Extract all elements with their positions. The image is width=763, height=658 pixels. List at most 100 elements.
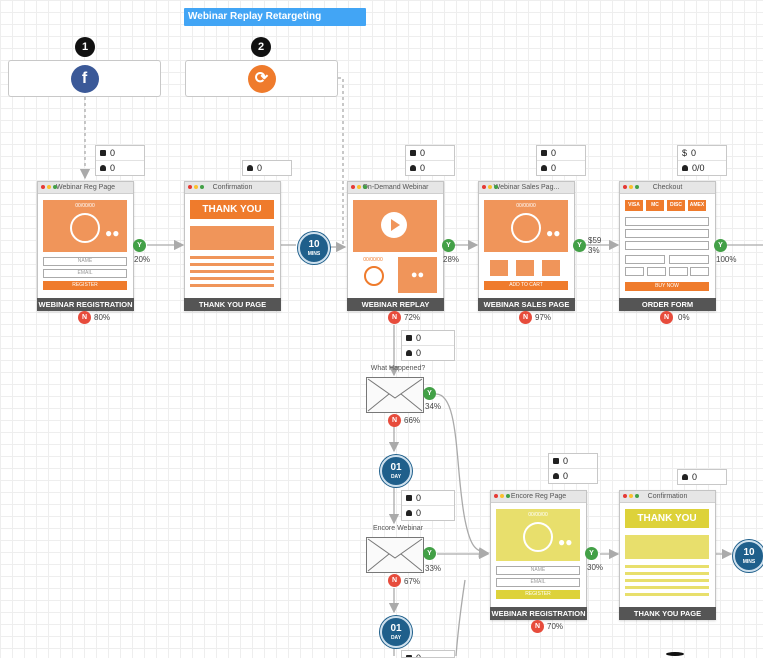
stats-reg: 0 0 — [95, 145, 145, 176]
page-footer: ORDER FORM — [619, 298, 716, 311]
funnel-title[interactable]: Webinar Replay Retargeting — [184, 8, 366, 26]
clock-icon — [523, 522, 553, 552]
connector-bottom — [455, 579, 466, 656]
discover-icon: DISC — [667, 200, 685, 211]
name-field-preview: NAME — [496, 566, 580, 575]
no-badge: N — [388, 574, 401, 587]
user-icon — [682, 165, 688, 171]
page-thank-you[interactable]: Confirmation THANK YOU THANK YOU PAGE — [184, 181, 281, 311]
conversion-rate: 28% — [443, 255, 460, 264]
clock-icon — [511, 213, 541, 243]
clock-icon — [364, 266, 384, 286]
thank-you-banner: THANK YOU — [625, 509, 709, 528]
yes-badge: Y — [573, 239, 586, 252]
drop-rate: 66% — [404, 416, 421, 425]
video-preview — [353, 200, 437, 252]
user-icon — [100, 165, 106, 171]
page-footer: THANK YOU PAGE — [619, 607, 716, 620]
yes-badge: Y — [423, 547, 436, 560]
amex-icon: AMEX — [688, 200, 706, 211]
checkbox-icon — [406, 335, 412, 341]
traffic-source-retarget[interactable]: ⟳ — [185, 60, 338, 97]
conversion-rate: 30% — [587, 563, 604, 572]
people-icon: ●● — [398, 257, 437, 293]
connector-source-2 — [338, 77, 345, 248]
page-footer: WEBINAR SALES PAGE — [478, 298, 575, 311]
page-hero: 00/00/00 ●● — [43, 200, 127, 252]
stats-encore: 0 0 — [401, 490, 455, 521]
add-to-cart-preview: ADD TO CART — [484, 281, 568, 290]
page-webinar-replay[interactable]: On-Demand Webinar 00/00/00 ●● WEBINAR RE… — [347, 181, 444, 311]
people-icon: ●● — [546, 226, 561, 240]
people-icon: ●● — [558, 535, 573, 549]
user-icon — [406, 510, 412, 516]
page-hero: 00/00/00 ●● — [496, 509, 580, 561]
conversion-rate: 33% — [425, 564, 442, 573]
page-thank-you-encore[interactable]: Confirmation THANK YOU THANK YOU PAGE — [619, 490, 716, 620]
drop-rate: 80% — [94, 313, 111, 322]
page-hero: 00/00/00 ●● — [484, 200, 568, 252]
user-icon — [553, 473, 559, 479]
facebook-icon: f — [70, 64, 99, 93]
product-thumb — [490, 260, 508, 276]
product-thumb — [542, 260, 560, 276]
step-number-partial — [666, 652, 684, 656]
drop-rate: 97% — [535, 313, 552, 322]
user-icon — [406, 350, 412, 356]
buy-now-preview: BUY NOW — [625, 282, 709, 291]
yes-badge: Y — [133, 239, 146, 252]
conversion-rate: 34% — [425, 402, 442, 411]
register-button-preview: REGISTER — [496, 590, 580, 599]
no-badge: N — [660, 311, 673, 324]
people-icon: ●● — [105, 226, 120, 240]
page-encore-registration[interactable]: Encore Reg Page 00/00/00 ●● NAME EMAIL R… — [490, 490, 587, 620]
user-icon — [410, 165, 416, 171]
envelope-icon — [367, 538, 423, 572]
page-block — [190, 226, 274, 250]
page-order-form[interactable]: Checkout VISA MC DISC AMEX BUY NOW ORDER… — [619, 181, 716, 311]
yes-badge: Y — [714, 239, 727, 252]
stats-confirm2: 0 — [677, 469, 727, 485]
stats-sales: 0 0 — [536, 145, 586, 176]
offer-price: $59 — [588, 236, 602, 245]
checkbox-icon — [406, 495, 412, 501]
stats-encore-reg: 0 0 — [548, 453, 598, 484]
stats-what-happened: 0 0 — [401, 330, 455, 361]
no-badge: N — [388, 414, 401, 427]
yes-badge: Y — [423, 387, 436, 400]
page-block — [625, 535, 709, 559]
connector-what-yes — [435, 393, 490, 558]
no-badge: N — [531, 620, 544, 633]
traffic-source-facebook[interactable]: f — [8, 60, 161, 97]
name-field-preview: NAME — [43, 257, 127, 266]
stats-checkout: $0 0/0 — [677, 145, 727, 176]
envelope-icon — [367, 378, 423, 412]
drop-rate: 72% — [404, 313, 421, 322]
no-badge: N — [78, 311, 91, 324]
clock-icon — [70, 213, 100, 243]
stats-bottom: 0 — [401, 650, 455, 658]
step-number-2: 2 — [251, 37, 271, 57]
yes-badge: Y — [442, 239, 455, 252]
user-icon — [682, 474, 688, 480]
page-webinar-sales[interactable]: Webinar Sales Pag... 00/00/00 ●● ADD TO … — [478, 181, 575, 311]
stats-confirm: 0 — [242, 160, 292, 176]
visa-icon: VISA — [625, 200, 643, 211]
thank-you-banner: THANK YOU — [190, 200, 274, 219]
page-footer: THANK YOU PAGE — [184, 298, 281, 311]
page-footer: WEBINAR REPLAY — [347, 298, 444, 311]
email-field-preview: EMAIL — [43, 269, 127, 278]
yes-badge: Y — [585, 547, 598, 560]
page-webinar-registration[interactable]: Webinar Reg Page 00/00/00 ●● NAME EMAIL … — [37, 181, 134, 311]
email-encore-webinar[interactable] — [366, 537, 424, 573]
email-what-happened[interactable] — [366, 377, 424, 413]
email-label: Encore Webinar — [372, 525, 424, 532]
no-badge: N — [388, 311, 401, 324]
no-badge: N — [519, 311, 532, 324]
page-footer: WEBINAR REGISTRATION — [490, 607, 587, 620]
